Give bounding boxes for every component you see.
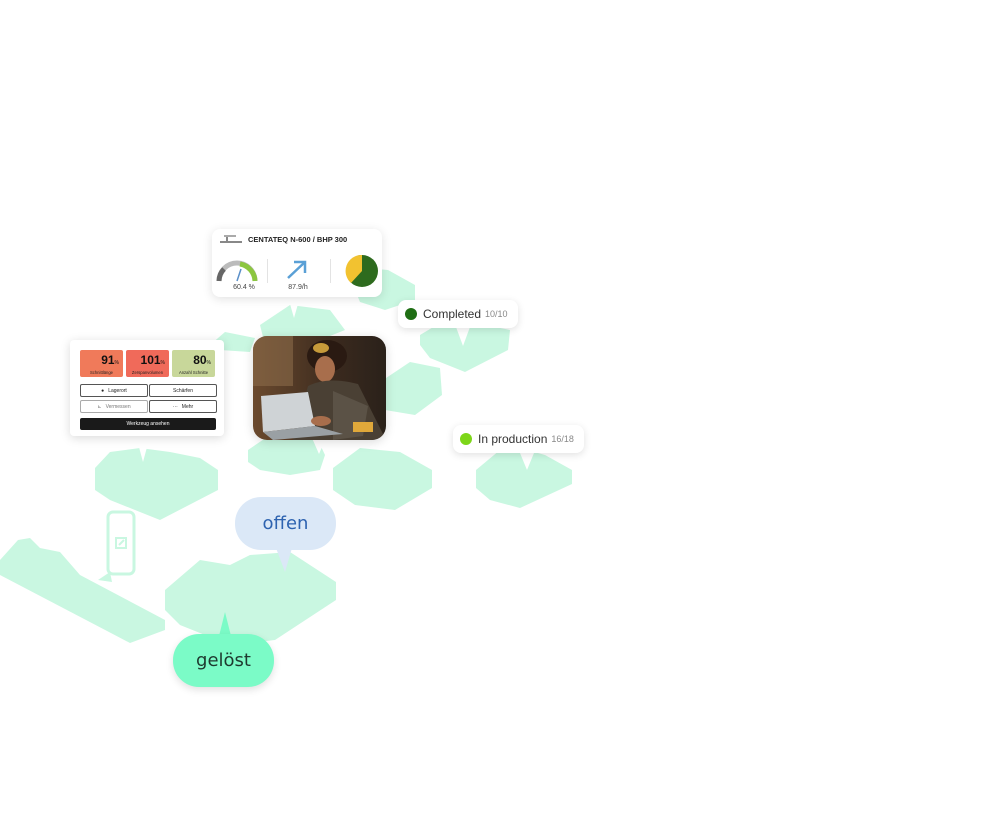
gauge-icon <box>216 260 258 282</box>
status-count: 16/18 <box>551 434 574 444</box>
status-count: 10/10 <box>485 309 508 319</box>
sharpen-button[interactable]: Schärfen <box>149 384 217 397</box>
storage-location-button[interactable]: ● Lagerort <box>80 384 148 397</box>
tile-label: Zerspanvolumen <box>131 370 164 375</box>
tile-cut-count: 80% Anzahl Schnitte <box>172 350 215 377</box>
more-button[interactable]: ··· Mehr <box>149 400 217 413</box>
status-label: In production <box>478 432 548 446</box>
tile-label: Schnittlänge <box>89 370 114 375</box>
tile-label: Anzahl Schnitte <box>178 370 209 375</box>
gauge-value: 60.4 % <box>233 284 255 291</box>
tool-card[interactable]: 91% Schnittlänge 101% Zerspanvolumen 80%… <box>70 340 224 436</box>
status-in-production[interactable]: In production 16/18 <box>453 425 584 453</box>
measure-button[interactable]: ⊾ Vermessen <box>80 400 148 413</box>
status-label: Completed <box>423 307 482 321</box>
pie-chart-icon <box>345 254 378 287</box>
more-icon: ··· <box>172 403 178 410</box>
status-dot <box>405 308 417 320</box>
location-pin-icon: ● <box>101 387 105 394</box>
status-dot <box>460 433 472 445</box>
worker-photo <box>253 336 386 440</box>
tile-chip-volume: 101% Zerspanvolumen <box>126 350 169 377</box>
divider <box>267 259 268 283</box>
divider <box>330 259 331 283</box>
ruler-icon: ⊾ <box>97 403 102 410</box>
status-completed[interactable]: Completed 10/10 <box>398 300 518 328</box>
machine-icon <box>220 235 242 243</box>
tile-cut-length: 91% Schnittlänge <box>80 350 123 377</box>
machine-title: CENTATEQ N-600 / BHP 300 <box>248 235 348 244</box>
bubble-open: offen <box>235 497 336 550</box>
view-tool-button[interactable]: Werkzeug ansehen <box>80 418 216 430</box>
machine-card[interactable]: CENTATEQ N-600 / BHP 300 60.4 % 87.9/h <box>212 229 382 297</box>
rate-value: 87.9/h <box>288 284 308 291</box>
arrow-up-right-icon <box>287 260 307 279</box>
bubble-resolved: gelöst <box>173 634 274 687</box>
